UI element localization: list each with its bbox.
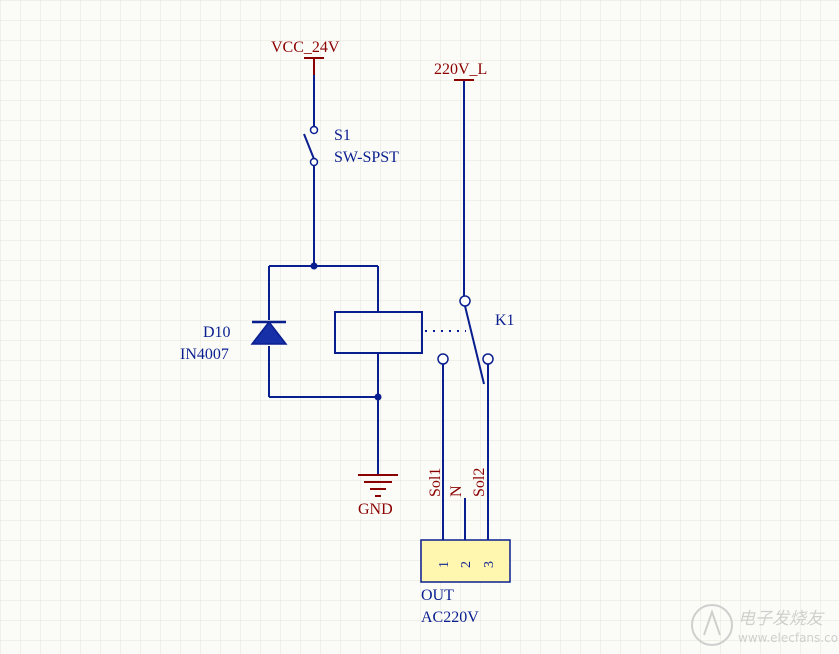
line-label: 220V_L	[434, 61, 487, 78]
wires	[268, 75, 489, 540]
diode-d10: D10 IN4007	[180, 320, 288, 363]
switch-ref: S1	[334, 127, 351, 144]
vcc-label: VCC_24V	[271, 39, 340, 56]
relay-contacts: K1	[437, 295, 515, 385]
connector-out: 1 2 3 OUT AC220V	[420, 539, 511, 626]
diode-ref: D10	[203, 324, 231, 341]
relay-coil	[334, 311, 423, 354]
watermark-cn: 电子发烧友	[738, 609, 825, 629]
net-label-neutral: N	[448, 485, 465, 497]
connector-pin-2: 2	[459, 561, 474, 568]
switch-s1: S1 SW-SPST	[303, 125, 399, 167]
junction-bottom	[374, 393, 382, 401]
net-label-sol2: Sol2	[471, 468, 488, 497]
net-label-sol1: Sol1	[427, 468, 444, 497]
connector-value: AC220V	[421, 609, 479, 626]
junction-top	[310, 262, 318, 270]
connector-name: OUT	[421, 587, 454, 604]
watermark-logo-icon	[691, 604, 733, 646]
line-power-port: 220V_L	[434, 61, 487, 81]
diode-value: IN4007	[180, 346, 229, 363]
watermark-url: www.elecfans.com	[738, 631, 839, 645]
connector-pin-1: 1	[437, 561, 452, 568]
switch-value: SW-SPST	[334, 149, 399, 166]
vcc-power-port: VCC_24V	[271, 39, 340, 75]
gnd-label: GND	[358, 501, 393, 518]
connector-pin-3: 3	[482, 561, 497, 568]
relay-ref: K1	[495, 312, 515, 329]
gnd-symbol: GND	[358, 474, 398, 518]
watermark: 电子发烧友 www.elecfans.com	[691, 604, 839, 646]
